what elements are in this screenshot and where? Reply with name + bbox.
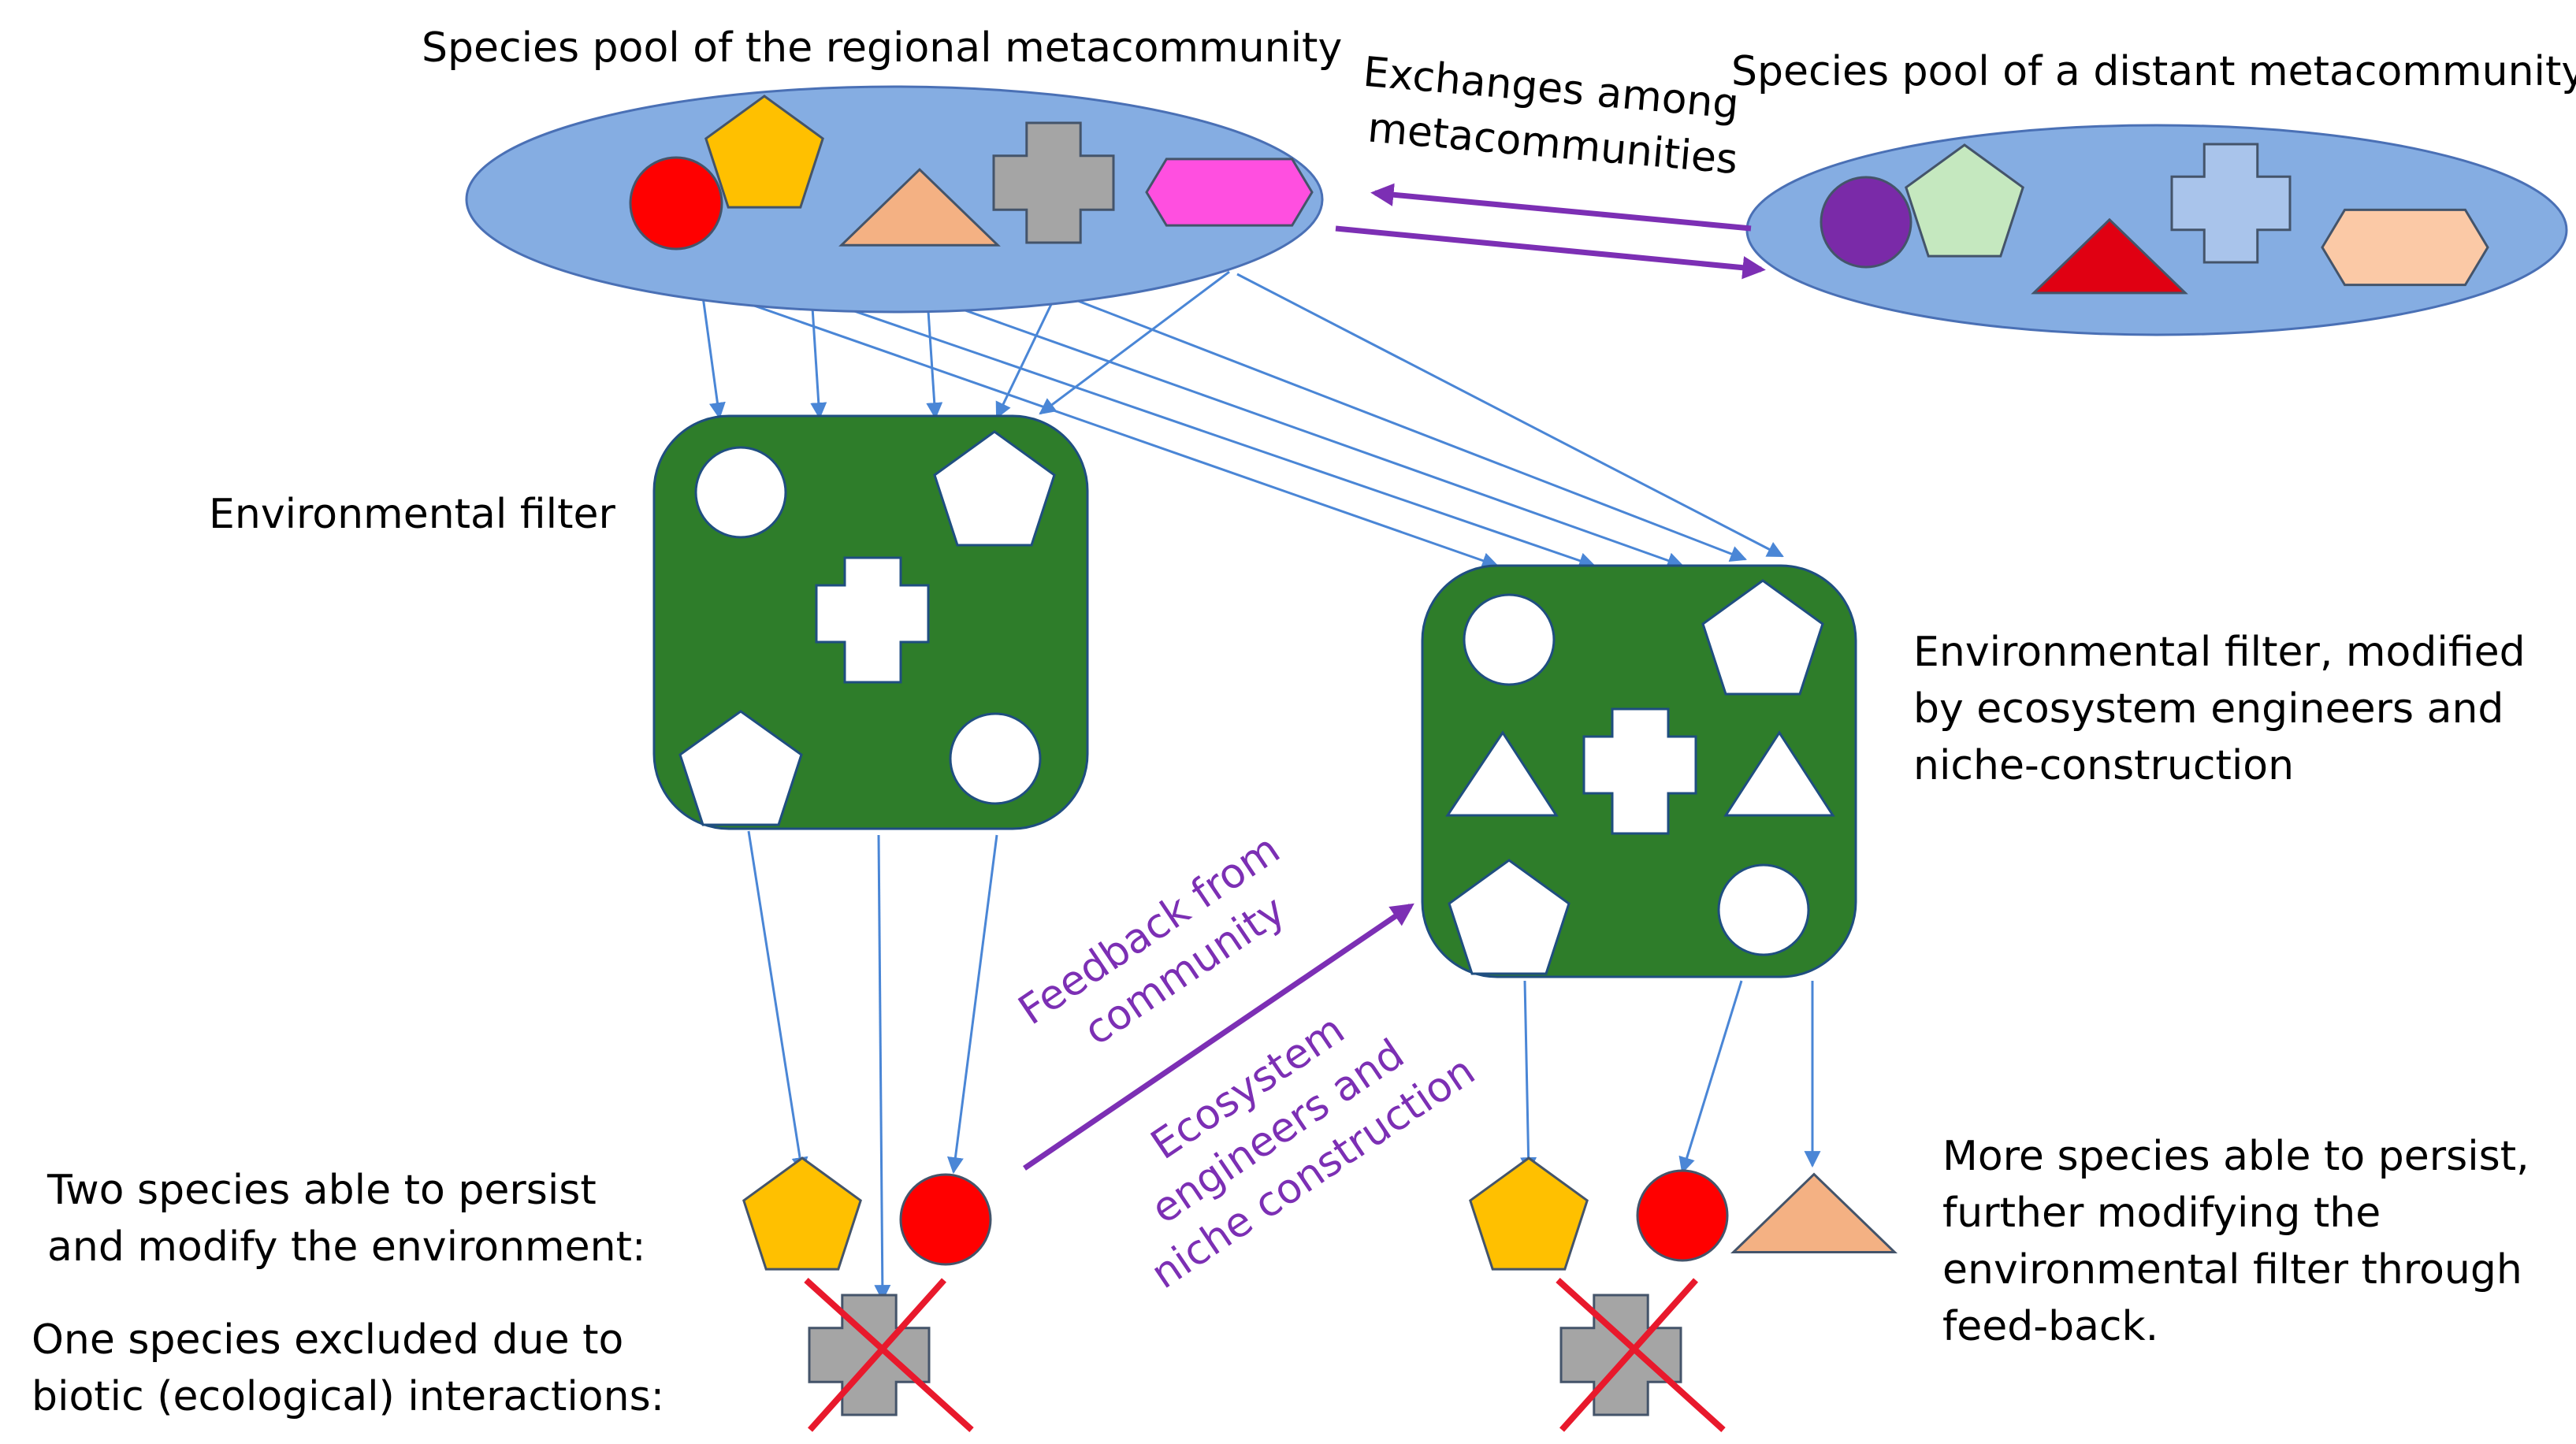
dispersal-arrow bbox=[724, 294, 1499, 569]
cross-icon bbox=[808, 1294, 931, 1416]
env-filter-modified-line: by ecosystem engineers and bbox=[1913, 685, 2504, 733]
cross-icon bbox=[1559, 1294, 1682, 1416]
filter-output-arrow bbox=[1520, 980, 1537, 1175]
pentagon-icon bbox=[1905, 143, 2024, 258]
filter-slot-circle-icon bbox=[1717, 863, 1810, 956]
distant-species-group bbox=[1820, 143, 2489, 295]
one-species-line: One species excluded due to bbox=[32, 1316, 623, 1364]
filter-slot-pentagon-icon bbox=[678, 710, 803, 826]
exchange-arrow-to-regional bbox=[1370, 183, 1752, 232]
exchanges-label: Exchanges among metacommunities bbox=[1356, 49, 1753, 185]
more-species-label: More species able to persist, further mo… bbox=[1942, 1133, 2542, 1350]
exclusion-x-icon bbox=[808, 1278, 946, 1432]
filter-output-arrow bbox=[747, 830, 808, 1175]
community-2-persisting-group bbox=[1469, 1156, 1898, 1271]
dispersal-arrow bbox=[929, 296, 1684, 569]
env-filter-modified-line: Environmental filter, modified bbox=[1913, 629, 2526, 676]
filter-output-arrow bbox=[1678, 980, 1743, 1175]
circle-icon bbox=[629, 156, 723, 251]
more-species-line: feed-back. bbox=[1942, 1303, 2158, 1350]
dispersal-arrow bbox=[1039, 270, 1230, 415]
dispersal-arrow bbox=[815, 296, 1596, 569]
env-filter-modified-line: niche-construction bbox=[1913, 742, 2294, 789]
dispersal-arrow bbox=[1236, 273, 1784, 558]
more-species-line: environmental filter through bbox=[1942, 1246, 2522, 1294]
dispersal-arrow bbox=[926, 299, 943, 420]
community-1-persisting-group bbox=[742, 1156, 992, 1271]
two-species-line: and modify the environment: bbox=[47, 1223, 646, 1271]
dispersal-arrow bbox=[700, 284, 726, 420]
hexagon-icon bbox=[1145, 158, 1314, 227]
filter-slot-triangle-icon bbox=[1723, 730, 1835, 817]
regional-pool-label: Species pool of the regional metacommuni… bbox=[422, 24, 1342, 72]
hexagon-icon bbox=[2321, 208, 2489, 287]
distant-pool-label: Species pool of a distant metacommunity bbox=[1731, 48, 2576, 95]
circle-icon bbox=[899, 1173, 992, 1266]
filter-slot-circle-icon bbox=[949, 712, 1042, 805]
filter-slot-circle-icon bbox=[1463, 593, 1556, 686]
cross-icon bbox=[2170, 143, 2292, 264]
excluded-species-group bbox=[804, 1278, 1726, 1432]
pentagon-icon bbox=[1469, 1156, 1589, 1271]
dispersal-arrow bbox=[1063, 294, 1747, 562]
two-species-label: Two species able to persist and modify t… bbox=[46, 1167, 646, 1271]
exclusion-x-icon bbox=[1556, 1278, 1726, 1432]
filter-slot-pentagon-icon bbox=[933, 430, 1056, 547]
triangle-icon bbox=[1730, 1172, 1898, 1254]
filter-slot-circle-icon bbox=[694, 446, 787, 539]
filter-slot-pentagon-icon bbox=[1448, 859, 1571, 975]
two-species-line: Two species able to persist bbox=[46, 1167, 597, 1214]
one-species-line: biotic (ecological) interactions: bbox=[32, 1373, 664, 1420]
triangle-icon bbox=[838, 168, 1001, 247]
cross-icon bbox=[992, 121, 1115, 244]
filter-slot-cross-icon bbox=[815, 556, 930, 684]
filter-slot-pentagon-icon bbox=[1701, 579, 1824, 696]
exclusion-x-icon bbox=[1559, 1278, 1698, 1432]
dispersal-arrows bbox=[700, 270, 1821, 1302]
filter-output-arrow bbox=[874, 834, 891, 1302]
circle-icon bbox=[1636, 1169, 1729, 1262]
pentagon-icon bbox=[742, 1156, 862, 1271]
filter-slot-triangle-icon bbox=[1445, 730, 1559, 817]
filter-output-arrow bbox=[946, 834, 998, 1175]
more-species-line: More species able to persist, bbox=[1942, 1133, 2530, 1180]
environmental-filter-1 bbox=[652, 414, 1089, 830]
dispersal-arrow bbox=[810, 295, 827, 420]
pentagon-icon bbox=[704, 95, 824, 209]
triangle-icon bbox=[2031, 217, 2188, 295]
dispersal-arrow bbox=[995, 297, 1056, 419]
circle-icon bbox=[1820, 176, 1912, 269]
one-species-label: One species excluded due to biotic (ecol… bbox=[32, 1316, 664, 1420]
regional-species-group bbox=[629, 95, 1314, 251]
env-filter-label: Environmental filter bbox=[209, 491, 615, 538]
exchange-arrows bbox=[1335, 183, 1766, 280]
filter-slot-cross-icon bbox=[1582, 707, 1697, 835]
exchange-arrow-to-distant bbox=[1335, 225, 1766, 280]
exclusion-x-icon bbox=[804, 1278, 974, 1432]
environmental-filter-2 bbox=[1421, 564, 1857, 978]
more-species-line: further modifying the bbox=[1942, 1190, 2381, 1237]
env-filter-modified-label: Environmental filter, modified by ecosys… bbox=[1913, 629, 2538, 789]
feedback-arrow bbox=[1023, 903, 1414, 1171]
